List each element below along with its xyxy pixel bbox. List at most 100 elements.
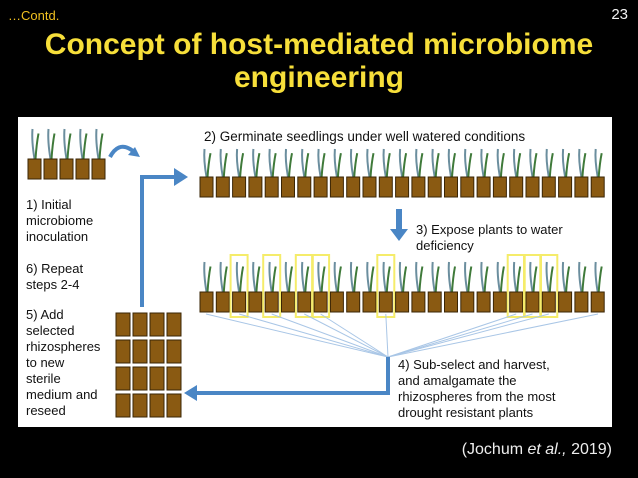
stressed-pot [476,291,491,313]
harvest-line [205,313,389,358]
stressed-plant-leaf [431,261,436,293]
reseed-pot [166,312,182,337]
stressed-plant-leaf [239,266,245,293]
harvest-line [271,313,389,358]
seedling-pot [411,176,426,198]
seedling-pot [395,176,410,198]
stressed-plant-leaf [594,261,599,293]
seedling-pot [297,176,312,198]
title-line-2: engineering [233,61,405,94]
stressed-pot [460,291,475,313]
stressed-plant-leaf [483,266,489,293]
seedling-leaf [402,153,408,178]
seedling-leaf [349,148,355,178]
seedling-leaf [512,148,518,178]
stressed-pot [574,291,589,313]
seedling-leaf [548,153,554,178]
contd-label: …Contd. [8,8,60,23]
down-arrow-head [390,229,408,241]
reseed-pot [166,339,182,364]
initial-pot [91,158,106,180]
slide-number: 23 [611,6,628,23]
stressed-pot [232,291,247,313]
stressed-plant-leaf [203,261,208,293]
initial-pot [43,158,58,180]
stressed-plant-leaf [581,266,587,293]
citation: (Jochum et al., 2019) [461,441,612,458]
seedling-leaf [333,148,338,178]
stressed-plant-leaf [548,266,554,293]
seedling-leaf [271,153,277,178]
stressed-pot [541,291,556,313]
seedling-leaf [483,153,489,178]
seedling-leaf [239,153,245,178]
stressed-plant-leaf [447,261,452,293]
stressed-plant-leaf [464,261,469,293]
stressed-plant-leaf [480,261,485,293]
seedling-pot [232,176,247,198]
harvest-line [387,313,549,358]
stressed-plant-leaf [382,261,387,293]
harvest-line [387,313,517,358]
stressed-plant-leaf [402,266,408,293]
stressed-pot [378,291,393,313]
reseed-pot [166,366,182,391]
stressed-pot [199,291,214,313]
seedling-pot [346,176,361,198]
stressed-plant-leaf [398,261,404,293]
seedling-pot [574,176,589,198]
stressed-pot [215,291,230,313]
stressed-plant-leaf [288,266,293,293]
seedling-leaf [219,148,224,178]
selected-plant-highlight [311,254,331,318]
seedling-pot [264,176,279,198]
seedling-leaf [382,148,387,178]
seedling-pot [199,176,214,198]
seedling-leaf [255,153,261,178]
initial-plant-leaf [63,128,68,160]
stressed-plant-leaf [219,261,224,293]
stressed-plant-leaf [366,261,371,293]
selected-plant-highlight [262,254,282,318]
seedling-leaf [304,153,310,178]
reseed-pot [149,312,165,337]
initial-pot [27,158,42,180]
stressed-plant-leaf [304,266,310,293]
seedling-leaf [222,153,228,178]
step2-label: 2) Germinate seedlings under well watere… [204,129,526,144]
harvest-line [304,313,389,358]
stressed-plant-leaf [529,261,534,293]
reseed-pot [132,339,148,364]
reseed-pot [149,339,165,364]
stressed-plant-leaf [496,261,501,293]
seedling-pot [525,176,540,198]
stressed-pot [427,291,442,313]
initial-pot [59,158,74,180]
seedling-pot [460,176,475,198]
return-arrow-head [184,385,197,401]
harvest-line [385,313,389,358]
selected-plant-highlight [539,254,559,318]
seedling-pot [313,176,328,198]
stressed-plant-leaf [561,261,567,293]
seedling-pot [476,176,491,198]
seedling-leaf [545,148,550,178]
stressed-pot [509,291,524,313]
seedling-leaf [235,148,241,178]
initial-plant-leaf [31,128,36,160]
seedling-leaf [496,148,501,178]
stressed-pot [313,291,328,313]
seedling-leaf [451,153,456,178]
seedling-leaf [529,148,534,178]
stressed-plant-leaf [415,261,420,293]
stressed-plant-leaf [301,261,306,293]
seedling-leaf [385,153,391,178]
seedling-leaf [594,148,599,178]
seedling-leaf [369,153,375,178]
seedling-leaf [336,153,342,178]
stressed-pot [264,291,279,313]
seedling-leaf [206,153,212,178]
